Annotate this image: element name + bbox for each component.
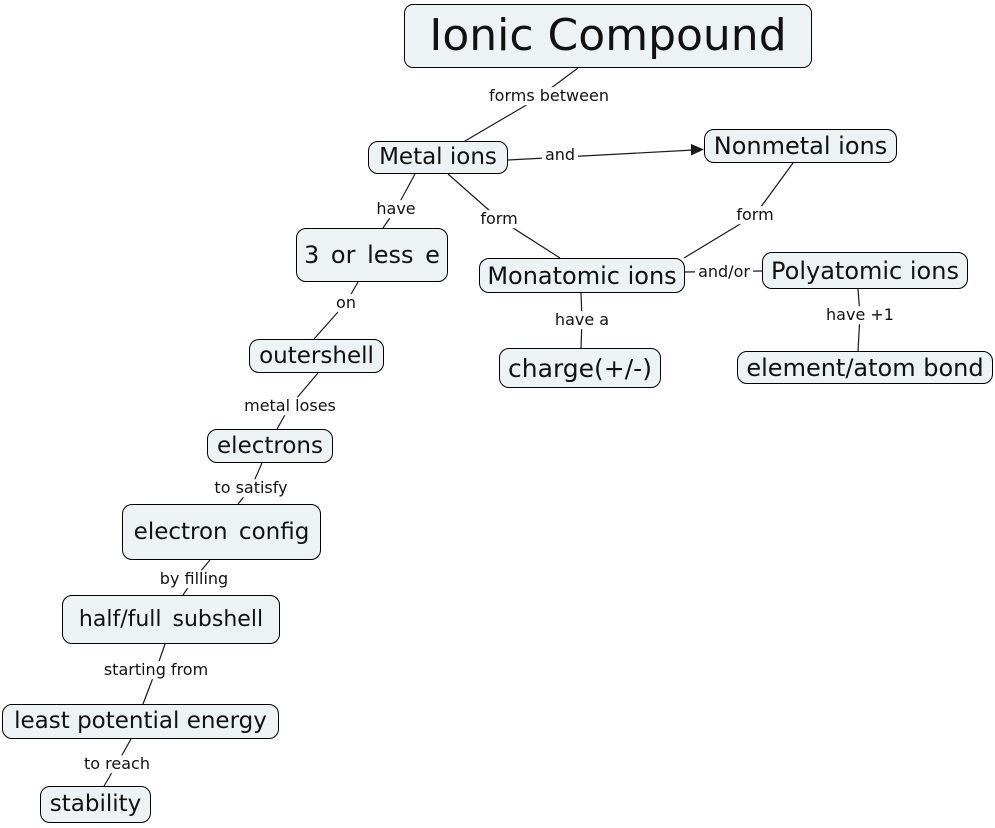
node-electron-config[interactable]: electron config — [122, 504, 321, 560]
node-half-full-subshell[interactable]: half/full subshell — [62, 595, 280, 644]
edge-label-form-right[interactable]: form — [733, 206, 777, 224]
edge-label-have-a[interactable]: have a — [551, 311, 613, 329]
node-ionic-compound[interactable]: Ionic Compound — [404, 4, 812, 68]
edge-label-to-satisfy[interactable]: to satisfy — [211, 479, 291, 497]
edge-label-forms-between[interactable]: forms between — [486, 87, 612, 105]
edge-label-by-filling[interactable]: by filling — [156, 570, 232, 588]
node-metal-ions[interactable]: Metal ions — [368, 141, 508, 174]
node-stability[interactable]: stability — [40, 786, 151, 823]
edge-label-and[interactable]: and — [541, 146, 579, 164]
edge-label-have-plus-1[interactable]: have +1 — [823, 306, 897, 324]
edge-label-have[interactable]: have — [373, 200, 419, 218]
node-element-atom-bond[interactable]: element/atom bond — [737, 351, 993, 384]
node-nonmetal-ions[interactable]: Nonmetal ions — [704, 129, 897, 163]
edge-label-on[interactable]: on — [333, 294, 359, 312]
node-charge[interactable]: charge(+/-) — [499, 348, 661, 388]
node-polyatomic-ions[interactable]: Polyatomic ions — [762, 252, 968, 289]
node-three-or-less-e[interactable]: 3 or less e — [296, 228, 448, 282]
node-electrons[interactable]: electrons — [207, 429, 333, 463]
node-monatomic-ions[interactable]: Monatomic ions — [479, 258, 685, 293]
edge-label-and-or[interactable]: and/or — [695, 263, 753, 281]
edge-label-form-left[interactable]: form — [477, 210, 521, 228]
node-outershell[interactable]: outershell — [249, 339, 384, 373]
edge-label-starting-from[interactable]: starting from — [100, 661, 212, 679]
edge-label-metal-loses[interactable]: metal loses — [241, 397, 339, 415]
edge-label-to-reach[interactable]: to reach — [81, 755, 153, 773]
node-least-potential-energy[interactable]: least potential energy — [2, 704, 279, 739]
